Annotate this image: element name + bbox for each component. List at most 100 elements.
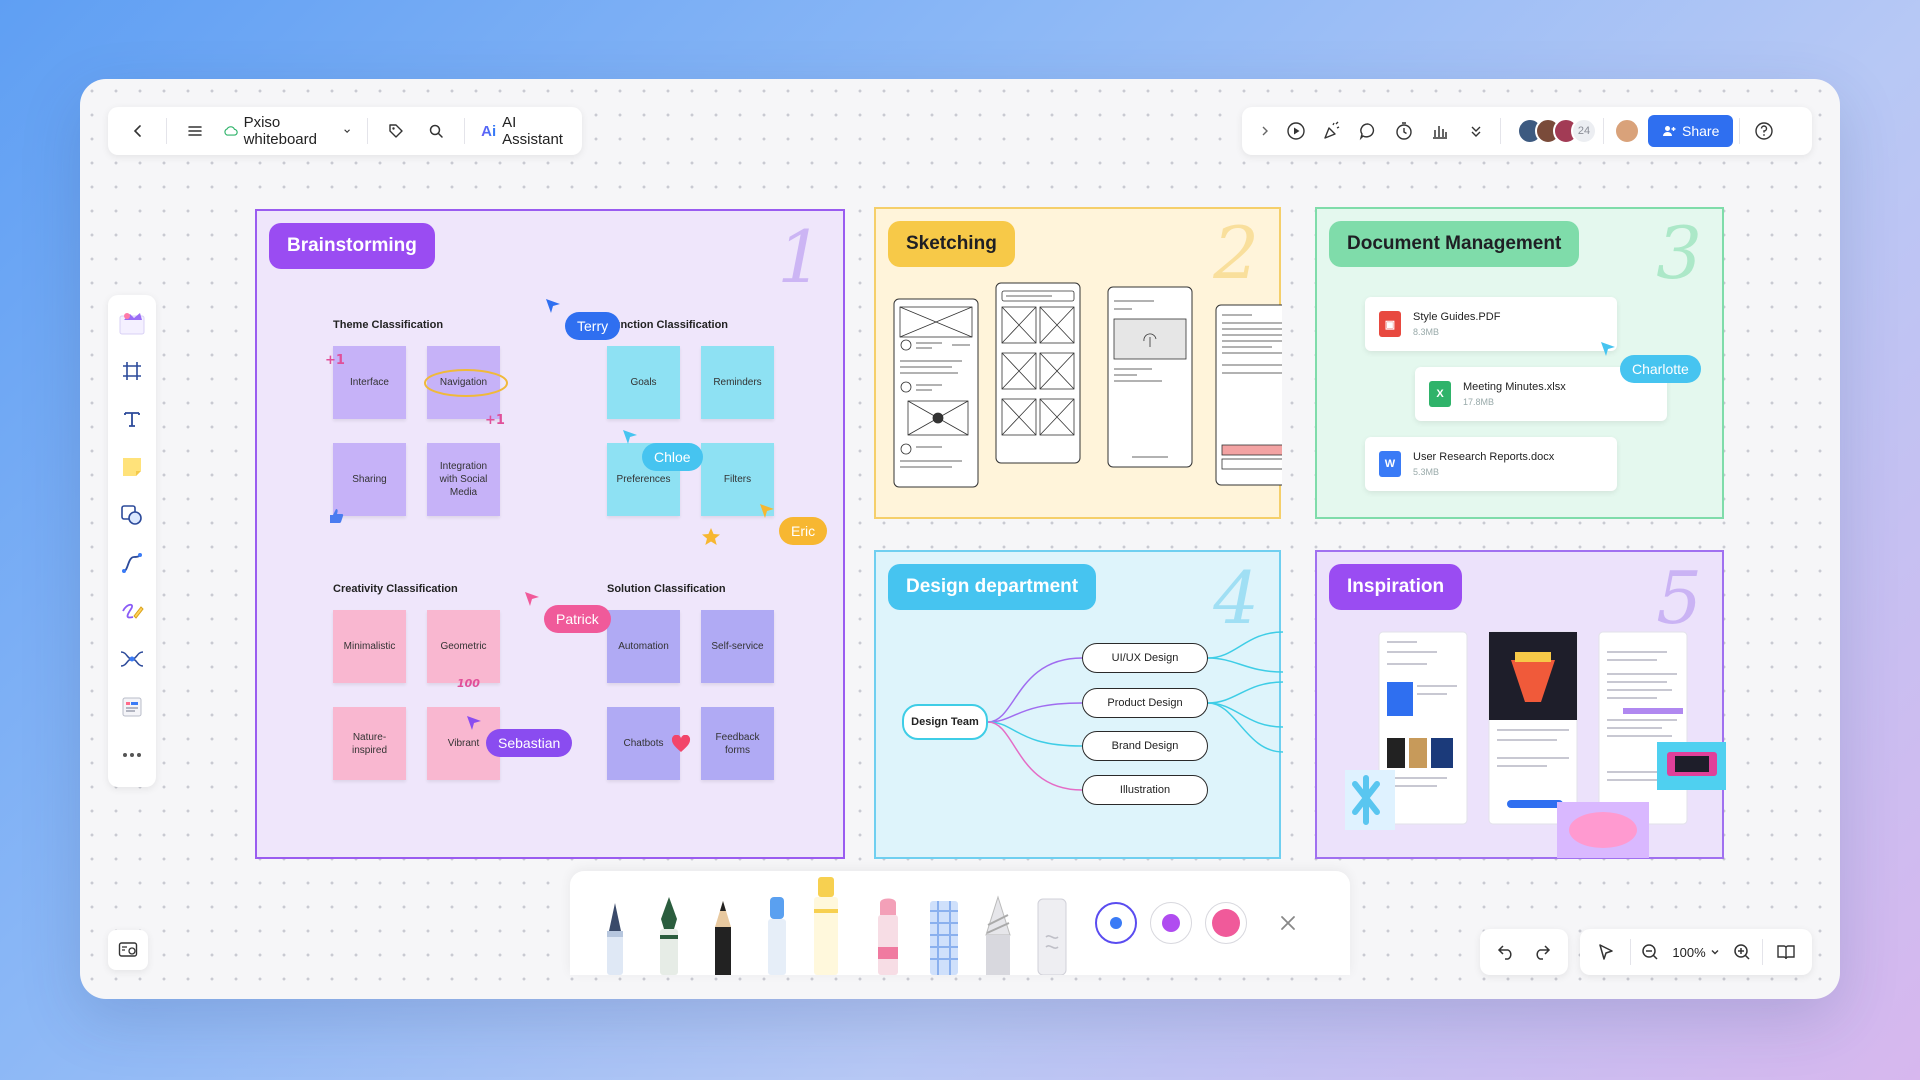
timer-icon[interactable] xyxy=(1386,113,1422,149)
ballpoint-pen-icon[interactable] xyxy=(598,901,632,975)
frame-number: 1 xyxy=(777,215,823,299)
template-tool[interactable] xyxy=(112,301,152,345)
ai-assistant-button[interactable]: Ai AI Assistant xyxy=(475,114,570,148)
file-card[interactable]: W User Research Reports.docx 5.3MB xyxy=(1365,437,1617,491)
cursor-pointer-icon xyxy=(467,716,481,730)
sticky-note[interactable]: Minimalistic xyxy=(333,610,406,683)
document-title-dropdown[interactable]: Pxiso whiteboard xyxy=(217,114,358,148)
celebrate-icon[interactable] xyxy=(1314,113,1350,149)
eraser-icon[interactable] xyxy=(1032,897,1072,975)
zoom-out-icon[interactable] xyxy=(1636,934,1664,970)
mindmap-tool-icon[interactable] xyxy=(112,637,152,681)
sticky-note-tool-icon[interactable] xyxy=(112,445,152,489)
text-tool-icon[interactable] xyxy=(112,397,152,441)
zoom-in-icon[interactable] xyxy=(1728,934,1756,970)
frame-title: Brainstorming xyxy=(269,223,435,269)
thumbs-up-icon xyxy=(330,509,344,523)
chevron-right-icon[interactable] xyxy=(1252,113,1278,149)
highlighter-icon[interactable] xyxy=(806,875,846,975)
hundred-sticker: 100 xyxy=(457,677,480,690)
sticky-note[interactable]: Geometric xyxy=(427,610,500,683)
cursor-pointer-icon xyxy=(525,592,539,606)
sketching-frame[interactable]: Sketching 2 xyxy=(874,207,1282,519)
minimap-icon[interactable] xyxy=(108,930,148,970)
mindmap-node[interactable]: Product Design xyxy=(1082,688,1208,718)
undo-icon[interactable] xyxy=(1488,934,1524,970)
fountain-pen-icon[interactable] xyxy=(652,895,686,975)
tag-icon[interactable] xyxy=(378,113,414,149)
play-icon[interactable] xyxy=(1278,113,1314,149)
top-right-toolbar: 24 Share xyxy=(1242,107,1812,155)
word-file-icon: W xyxy=(1379,451,1401,477)
brainstorming-frame[interactable]: Brainstorming 1 Theme Classification Int… xyxy=(255,209,845,859)
file-info: Style Guides.PDF 8.3MB xyxy=(1413,311,1500,337)
book-icon[interactable] xyxy=(1768,934,1804,970)
table-tool-icon[interactable] xyxy=(112,685,152,729)
collaborator-cursor-charlotte: Charlotte xyxy=(1600,341,1701,383)
crayon-icon[interactable] xyxy=(978,895,1018,975)
close-icon[interactable] xyxy=(1280,915,1296,931)
pdf-file-icon: ▣ xyxy=(1379,311,1401,337)
sticky-note[interactable]: Reminders xyxy=(701,346,774,419)
file-info: Meeting Minutes.xlsx 17.8MB xyxy=(1463,381,1566,407)
back-icon[interactable] xyxy=(120,113,156,149)
sticky-note[interactable]: Feedback forms xyxy=(701,707,774,780)
top-left-toolbar: Pxiso whiteboard Ai AI Assistant xyxy=(108,107,582,155)
sticky-note[interactable]: Chatbots xyxy=(607,707,680,780)
section-label: Solution Classification xyxy=(607,583,726,595)
color-swatch-pink[interactable] xyxy=(1205,902,1247,944)
excel-file-icon: X xyxy=(1429,381,1451,407)
section-label: Function Classification xyxy=(607,319,729,331)
chart-icon[interactable] xyxy=(1422,113,1458,149)
menu-icon[interactable] xyxy=(177,113,213,149)
cursor-name-tag: Chloe xyxy=(642,443,703,471)
collaborator-avatars[interactable]: 24 xyxy=(1517,118,1597,144)
sticky-note[interactable]: Integration with Social Media xyxy=(427,443,500,516)
divider xyxy=(367,118,369,144)
file-name: Meeting Minutes.xlsx xyxy=(1463,381,1566,393)
frame-number: 5 xyxy=(1656,556,1702,640)
color-swatch-purple[interactable] xyxy=(1150,902,1192,944)
design-department-frame[interactable]: Design department 4 Design Team UI/UX De… xyxy=(874,550,1283,859)
view-controls: 100% xyxy=(1580,929,1812,975)
sticky-note[interactable]: Filters xyxy=(701,443,774,516)
more-down-icon[interactable] xyxy=(1458,113,1494,149)
mindmap-node[interactable]: Brand Design xyxy=(1082,731,1208,761)
frame-number: 4 xyxy=(1213,556,1259,640)
sticky-note[interactable]: Self-service xyxy=(701,610,774,683)
connector-tool-icon[interactable] xyxy=(112,541,152,585)
pencil-icon[interactable] xyxy=(706,899,740,975)
sticky-note[interactable]: Goals xyxy=(607,346,680,419)
sticky-note[interactable]: Automation xyxy=(607,610,680,683)
more-tools-icon[interactable] xyxy=(112,733,152,777)
paint-tube-icon[interactable] xyxy=(870,897,906,975)
sticky-note[interactable]: Navigation xyxy=(427,346,500,419)
sticky-note[interactable]: Interface xyxy=(333,346,406,419)
redo-icon[interactable] xyxy=(1524,934,1560,970)
file-card[interactable]: ▣ Style Guides.PDF 8.3MB xyxy=(1365,297,1617,351)
pen-tool-icon[interactable] xyxy=(112,589,152,633)
frame-tool-icon[interactable] xyxy=(112,349,152,393)
mindmap-node[interactable]: UI/UX Design xyxy=(1082,643,1208,673)
document-management-frame[interactable]: Document Management 3 ▣ Style Guides.PDF… xyxy=(1315,207,1724,519)
share-button[interactable]: Share xyxy=(1648,115,1734,147)
wireframe-sketches xyxy=(893,282,1282,488)
shape-tool-icon[interactable] xyxy=(112,493,152,537)
zoom-dropdown[interactable]: 100% xyxy=(1672,945,1719,960)
user-avatar[interactable] xyxy=(1614,118,1640,144)
comment-icon[interactable] xyxy=(1350,113,1386,149)
pointer-icon[interactable] xyxy=(1588,934,1624,970)
color-swatch-blue[interactable] xyxy=(1095,902,1137,944)
sticky-note[interactable]: Nature-inspired xyxy=(333,707,406,780)
help-icon[interactable] xyxy=(1746,113,1782,149)
search-icon[interactable] xyxy=(418,113,454,149)
inspiration-frame[interactable]: Inspiration 5 xyxy=(1315,550,1726,859)
marker-icon[interactable] xyxy=(760,895,794,975)
section-label: Creativity Classification xyxy=(333,583,458,595)
divider xyxy=(1603,118,1604,144)
sticky-note[interactable]: Sharing xyxy=(333,443,406,516)
divider xyxy=(1739,118,1741,144)
mindmap-root-node[interactable]: Design Team xyxy=(902,704,988,740)
mindmap-node[interactable]: Illustration xyxy=(1082,775,1208,805)
pattern-brush-icon[interactable] xyxy=(924,899,964,975)
